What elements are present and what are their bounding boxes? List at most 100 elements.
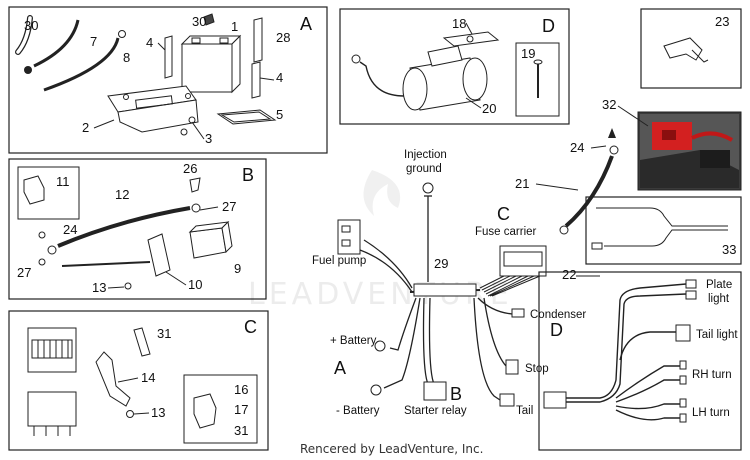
label-1: 1 [231, 19, 238, 34]
panel-33-frame [585, 196, 742, 265]
label-32: 32 [602, 97, 616, 112]
label-9: 9 [234, 261, 241, 276]
label-14: 14 [141, 370, 155, 385]
label-23: 23 [715, 14, 729, 29]
panel-b: B 11 26 27 12 24 27 13 10 9 [8, 158, 267, 300]
photo-32: 32 [602, 97, 742, 191]
bracket-10 [147, 233, 171, 277]
label-33: 33 [722, 242, 736, 257]
battery-letter: A [334, 358, 346, 378]
tail-connector [499, 393, 515, 407]
panel-a-letter: A [300, 14, 312, 34]
starter-relay [188, 220, 233, 259]
bracket-14 [95, 351, 131, 407]
rear-harness [538, 271, 742, 451]
label-2: 2 [82, 120, 89, 135]
relay-letter: B [450, 384, 462, 404]
wire-33-top [596, 207, 728, 227]
condenser-lead [359, 61, 405, 97]
clip-31 [133, 327, 151, 357]
label-17: 31 [234, 423, 248, 438]
pad-28 [253, 17, 263, 63]
starter-relay-connector [423, 381, 447, 401]
label-7: 30 [24, 18, 38, 33]
condenser-cylinder [402, 45, 488, 111]
panel-23: 23 [640, 8, 742, 89]
footer-credit: Rencered by LeadVenture, Inc. [300, 442, 483, 456]
battery-minus-label: - Battery [336, 405, 380, 417]
plate-light-label-2: light [708, 293, 730, 305]
label-24-top: 24 [570, 140, 584, 155]
battery-plus-label: + Battery [330, 335, 377, 347]
cable-6 [33, 19, 80, 68]
main-harness [337, 182, 547, 407]
label-12: 12 [115, 187, 129, 202]
clip-23 [663, 37, 703, 61]
label-20: 20 [482, 101, 496, 116]
lh-turn-label: LH turn [692, 407, 730, 419]
screw-3 [188, 116, 196, 124]
panel-a-frame [8, 6, 328, 154]
label-24-b: 24 [63, 222, 77, 237]
label-13-c: 13 [151, 405, 165, 420]
pad-right [251, 61, 261, 99]
terminal-cap [203, 13, 215, 26]
cable-12 [57, 206, 191, 248]
panel-c-letter: C [244, 317, 257, 337]
tail-light-label: Tail light [696, 329, 738, 341]
label-8: 8 [123, 50, 130, 65]
panel-d-frame [339, 8, 570, 125]
label-27: 27 [17, 265, 31, 280]
label-11: 11 [56, 174, 70, 189]
condenser-label: Condenser [530, 309, 586, 321]
fuel-pump-label: Fuel pump [312, 255, 366, 267]
label-18: 18 [452, 16, 466, 31]
fuel-pump-connector [337, 219, 361, 255]
label-4-right: 4 [276, 70, 283, 85]
panel-c-frame [8, 310, 269, 451]
fuse-15 [193, 393, 217, 429]
label-15: 16 [234, 382, 248, 397]
label-4-left: 4 [146, 35, 153, 50]
fuse-carrier-letter: C [497, 204, 510, 224]
panel-c: C 16 17 31 31 14 13 [8, 310, 269, 451]
panel-33: 33 [585, 196, 742, 265]
rear-harness-frame [538, 271, 742, 451]
rh-turn-label: RH turn [692, 369, 732, 381]
fuse-11-box [17, 166, 80, 220]
label-16: 17 [234, 402, 248, 417]
label-26: 27 [222, 199, 236, 214]
fuse-carrier-part [27, 327, 77, 436]
fuse-15-box [183, 374, 258, 444]
label-31: 31 [157, 326, 171, 341]
label-30: 30 [192, 14, 206, 29]
fuse-carrier-label: Fuse carrier [475, 226, 537, 238]
label-10: 10 [188, 277, 202, 292]
cable-8 [43, 37, 120, 92]
label-29: 29 [434, 256, 448, 271]
stop-label: Stop [525, 363, 549, 375]
label-6: 7 [90, 34, 97, 49]
rear-main-connector [543, 391, 567, 409]
battery-part [180, 34, 242, 94]
pad-left [164, 35, 173, 79]
condenser-connector [511, 308, 525, 318]
injection-ground-label-1: Injection [404, 149, 447, 161]
plate-light-label-1: Plate [706, 279, 732, 291]
label-13-b: 13 [92, 280, 106, 295]
condenser-letter: D [550, 320, 563, 340]
label-28: 28 [276, 30, 290, 45]
panel-b-letter: B [242, 165, 254, 185]
tail-light-connector [675, 324, 691, 342]
stop-connector [505, 359, 519, 375]
fuse-11 [23, 175, 45, 205]
label-19: 19 [521, 46, 535, 61]
label-5: 5 [276, 107, 283, 122]
bracket-18 [442, 31, 500, 47]
panel-a: A [8, 6, 328, 154]
panel-d: D 19 18 20 [339, 8, 570, 125]
label-3: 3 [205, 131, 212, 146]
panel-23-frame [640, 8, 742, 89]
starter-relay-label: Starter relay [404, 405, 467, 417]
